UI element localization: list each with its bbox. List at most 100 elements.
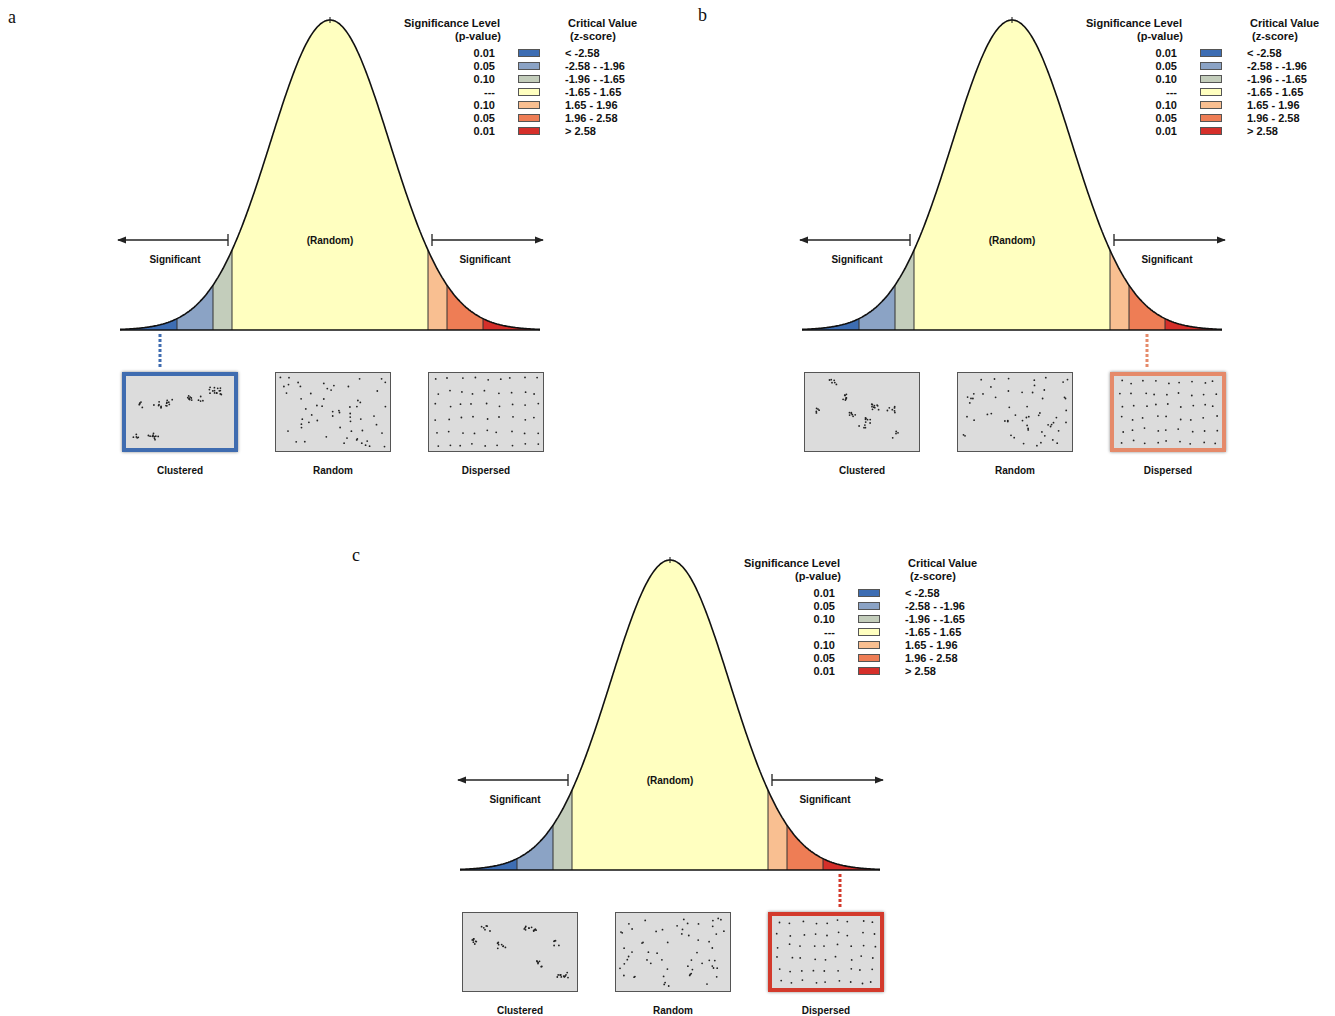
- point: [682, 929, 684, 931]
- point: [1040, 442, 1042, 444]
- point: [308, 421, 310, 423]
- point: [212, 390, 214, 392]
- baseline: [802, 329, 1222, 331]
- baseline: [460, 869, 880, 871]
- point: [489, 930, 491, 932]
- critical-line: [768, 790, 769, 870]
- curve-region: [232, 20, 428, 330]
- point: [845, 397, 847, 399]
- point: [1062, 381, 1064, 383]
- point: [1056, 442, 1058, 444]
- point: [288, 384, 290, 386]
- p-value: 0.10: [474, 100, 495, 111]
- region-divider: [787, 825, 788, 870]
- point: [216, 392, 218, 394]
- point: [567, 977, 569, 979]
- point: [557, 974, 559, 976]
- panel-letter: b: [698, 6, 707, 24]
- pattern-box: Clustered: [804, 372, 920, 482]
- point: [365, 444, 367, 446]
- z-score-range: 1.96 - 2.58: [565, 113, 618, 124]
- point: [462, 432, 464, 434]
- point: [472, 416, 474, 418]
- point: [486, 403, 488, 405]
- point: [1157, 442, 1159, 444]
- point: [1056, 417, 1058, 419]
- point: [148, 435, 150, 437]
- point: [385, 406, 387, 408]
- point-pattern: [805, 373, 919, 451]
- p-value: 0.10: [814, 640, 835, 651]
- point: [338, 410, 340, 412]
- legend-header: Significance Level: [404, 18, 500, 29]
- point: [218, 390, 220, 392]
- p-value: 0.01: [474, 126, 495, 137]
- point: [154, 437, 156, 439]
- point: [646, 959, 648, 961]
- point: [641, 942, 643, 944]
- point: [512, 445, 514, 447]
- point: [1145, 392, 1147, 394]
- legend-header: (z-score): [910, 571, 956, 582]
- point: [1026, 425, 1028, 427]
- point: [524, 404, 526, 406]
- point: [824, 981, 826, 983]
- z-score-range: -1.65 - 1.65: [1247, 87, 1303, 98]
- point: [859, 969, 861, 971]
- point: [1205, 382, 1207, 384]
- point: [780, 980, 782, 982]
- legend-swatch: [858, 654, 880, 662]
- point: [217, 387, 219, 389]
- legend-header: (z-score): [570, 31, 616, 42]
- point: [349, 413, 351, 415]
- point: [160, 407, 162, 409]
- point: [1028, 416, 1030, 418]
- point: [664, 982, 666, 984]
- point: [839, 980, 841, 982]
- point: [359, 402, 361, 404]
- point: [1026, 417, 1028, 419]
- legend-swatch: [858, 602, 880, 610]
- point: [524, 377, 526, 379]
- point: [777, 947, 779, 949]
- point: [1026, 406, 1028, 408]
- point: [360, 418, 362, 420]
- point: [877, 405, 879, 407]
- point: [316, 420, 318, 422]
- point: [512, 404, 514, 406]
- arrow-stop: [909, 234, 910, 246]
- point: [631, 928, 633, 930]
- point: [1157, 415, 1159, 417]
- pattern-box: Random: [957, 372, 1073, 482]
- point: [481, 926, 483, 928]
- point: [187, 397, 189, 399]
- legend-swatch: [518, 49, 540, 57]
- point: [875, 946, 877, 948]
- point: [1004, 420, 1006, 422]
- point: [323, 383, 325, 385]
- point: [525, 926, 527, 928]
- point: [801, 970, 803, 972]
- point: [872, 957, 874, 959]
- legend-swatch: [858, 615, 880, 623]
- significant-label: Significant: [799, 795, 850, 805]
- curve-region: [572, 560, 768, 870]
- leader-line: [159, 334, 162, 368]
- point: [1180, 419, 1182, 421]
- point: [316, 405, 318, 407]
- point: [864, 424, 866, 426]
- p-value: ---: [1166, 87, 1177, 98]
- pattern-label: Random: [275, 465, 391, 476]
- pattern-frame: [428, 372, 544, 452]
- point: [149, 435, 151, 437]
- point: [470, 403, 472, 405]
- point: [815, 933, 817, 935]
- point: [894, 407, 896, 409]
- point: [533, 930, 535, 932]
- point: [346, 437, 348, 439]
- point: [1013, 437, 1015, 439]
- point: [524, 433, 526, 435]
- p-value: 0.05: [1156, 61, 1177, 72]
- point: [475, 941, 477, 943]
- point: [537, 403, 539, 405]
